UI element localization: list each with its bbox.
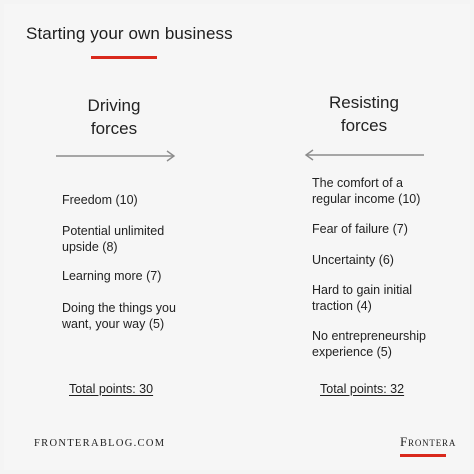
page-title: Starting your own business [26, 24, 233, 43]
force-field-diagram: Starting your own business Driving force… [4, 4, 470, 470]
resisting-heading-line2: forces [340, 116, 388, 135]
driving-total: Total points: 30 [69, 382, 154, 396]
resisting-total: Total points: 32 [320, 382, 405, 396]
driving-item: Doing the things you want, your way (5) [62, 301, 176, 331]
resisting-forces-heading: Resisting forces [309, 91, 419, 137]
footer-url[interactable]: FRONTERABLOG.COM [34, 438, 166, 449]
resisting-heading-line1: Resisting [329, 93, 399, 112]
driving-forces-heading: Driving forces [64, 94, 164, 140]
driving-item: Freedom (10) [62, 193, 138, 207]
title-underline-accent [91, 56, 157, 59]
brand-underline-accent [400, 454, 446, 457]
resisting-item: Hard to gain initial traction (4) [312, 283, 413, 313]
driving-heading-line1: Driving [87, 96, 141, 115]
resisting-item: Fear of failure (7) [312, 222, 408, 236]
resisting-item: No entrepreneurship experience (5) [312, 329, 426, 359]
arrow-right-icon [56, 150, 176, 162]
arrow-left-icon [304, 149, 424, 161]
driving-item: Learning more (7) [62, 269, 162, 283]
driving-heading-line2: forces [90, 119, 138, 138]
resisting-item: Uncertainty (6) [312, 253, 394, 267]
brand-logo: Frontera [400, 434, 457, 449]
driving-item: Potential unlimited upside (8) [62, 224, 165, 254]
resisting-item: The comfort of a regular income (10) [312, 176, 421, 206]
